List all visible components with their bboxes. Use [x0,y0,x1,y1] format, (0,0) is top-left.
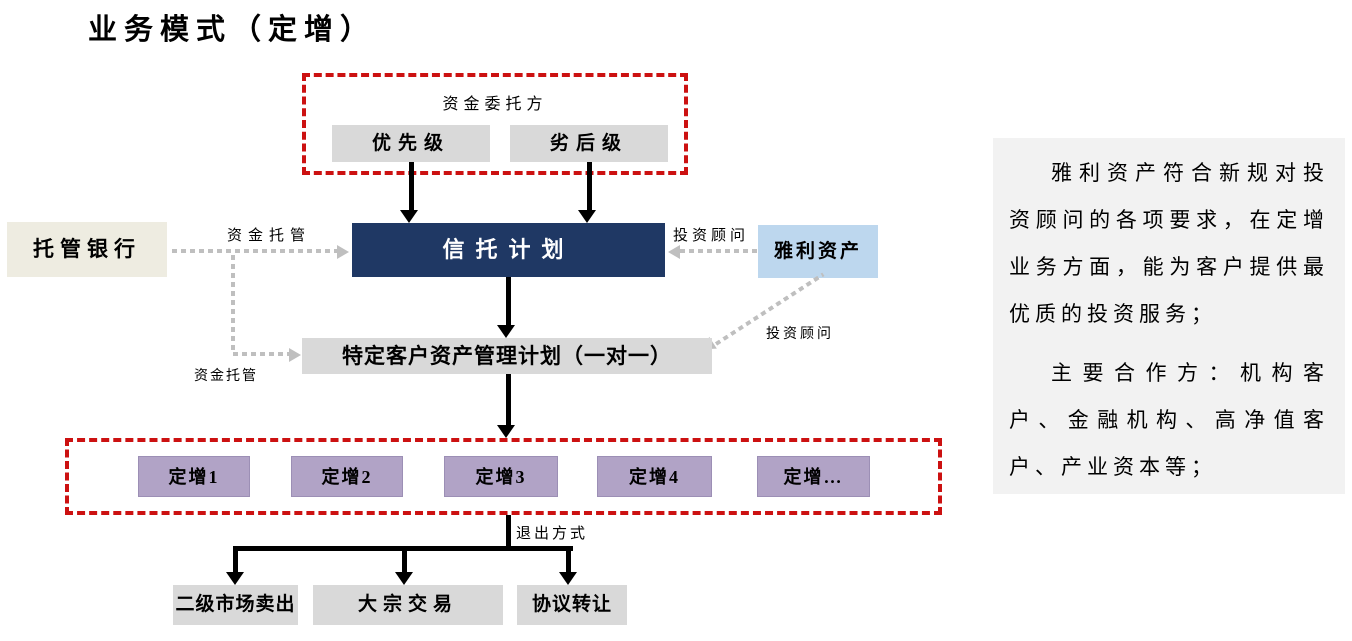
arrow-exit2-head [395,572,413,585]
placements-group-frame [65,438,942,515]
fund-custody-upper-label: 资金托管 [227,228,312,244]
junior-tranche-box: 劣后级 [510,125,668,162]
placement-box-3: 定增3 [444,456,558,497]
exit-branch-hline [233,546,573,551]
arrow-exit3-line [566,551,571,573]
commentary-paragraph-1: 雅利资产符合新规对投资顾问的各项要求，在定增业务方面，能为客户提供最优质的投资服… [1009,161,1329,326]
arrow-exit1-line [233,551,238,573]
trust-plan-box: 信托计划 [352,223,665,277]
exit-stem-line [506,515,511,551]
arrow-trust-to-amp-line [506,277,511,326]
dotted-advisor-to-trust-head [668,245,680,259]
arrow-junior-to-trust-head [578,210,596,223]
arrow-amp-to-placements-head [497,425,515,438]
commentary-paragraph-2: 主要合作方：机构客户、金融机构、高净值客户、产业资本等； [1009,361,1329,479]
exit-box-block-trade: 大宗交易 [313,585,503,625]
asset-mgmt-plan-box: 特定客户资产管理计划（一对一） [302,338,712,374]
investment-advisor-upper-label: 投资顾问 [673,228,750,244]
commentary-panel: 雅利资产符合新规对投资顾问的各项要求，在定增业务方面，能为客户提供最优质的投资服… [993,138,1345,494]
dotted-custody-branch-hline [233,352,289,356]
exit-method-label: 退出方式 [516,526,589,542]
arrow-exit2-line [402,551,407,573]
investment-advisor-lower-label: 投资顾问 [766,327,834,342]
advisor-company-box: 雅利资产 [758,225,878,278]
dotted-custody-to-trust-line [172,249,337,253]
senior-tranche-box: 优先级 [332,125,490,162]
arrow-exit3-head [559,572,577,585]
placement-box-1: 定增1 [138,456,250,497]
arrow-trust-to-amp-head [497,325,515,338]
page-title: 业务模式（定增） [88,14,377,46]
placement-box-4: 定增4 [597,456,712,497]
dotted-advisor-to-trust-line [680,249,758,253]
arrow-amp-to-placements-line [506,374,511,426]
arrow-senior-to-trust-head [400,210,418,223]
arrow-senior-to-trust-line [409,162,414,211]
arrow-exit1-head [226,572,244,585]
dotted-custody-to-trust-head [337,245,349,259]
fund-custody-lower-label: 资金托管 [194,369,258,384]
custodian-bank-box: 托管银行 [7,222,167,277]
exit-box-secondary-market: 二级市场卖出 [173,585,298,625]
funders-group-label: 资金委托方 [442,96,548,113]
placement-box-5: 定增… [757,456,870,497]
placement-box-2: 定增2 [291,456,403,497]
dotted-custody-branch-head [289,348,301,362]
arrow-junior-to-trust-line [587,162,592,211]
exit-box-agreement-transfer: 协议转让 [517,585,627,625]
dotted-custody-branch-vline [231,255,235,352]
funders-group-frame [302,73,688,175]
